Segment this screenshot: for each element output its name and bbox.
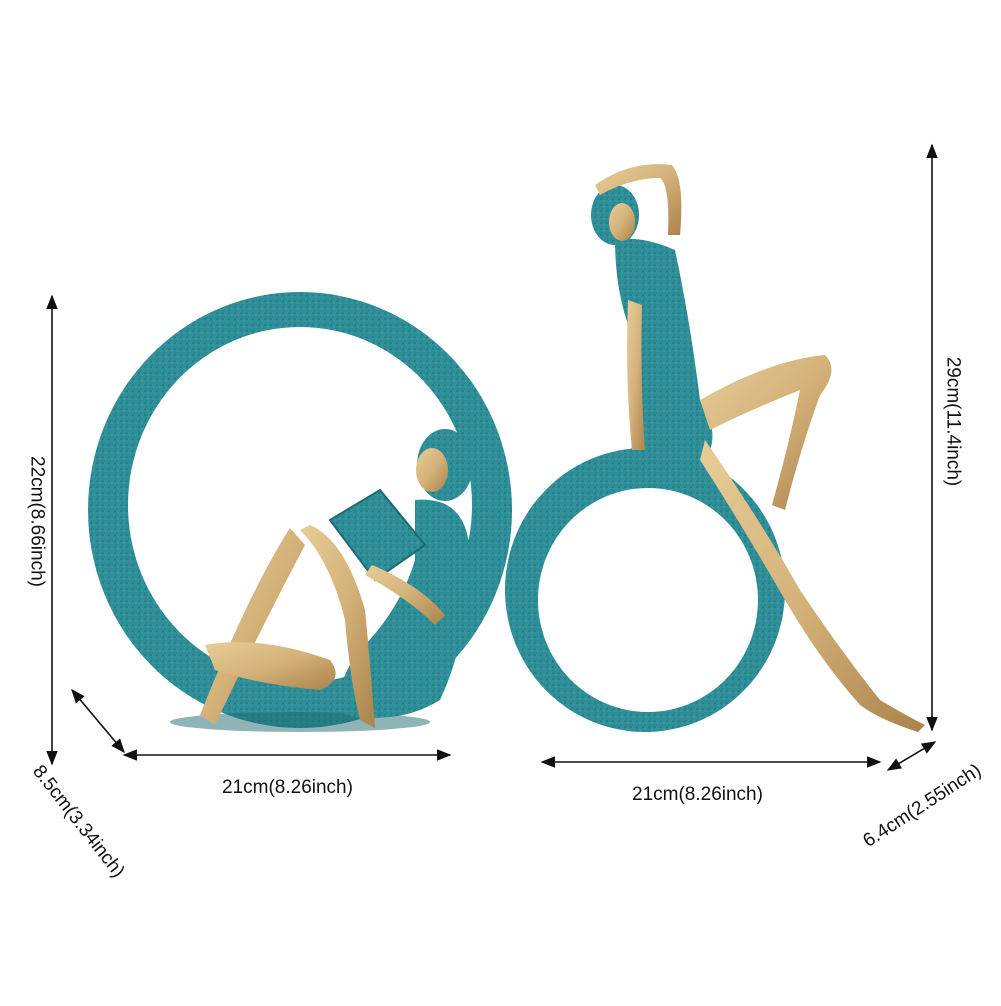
right-woman-face (609, 203, 635, 241)
left-height-label: 22cm(8.66inch) (26, 456, 48, 587)
left-woman-leg-upper (300, 525, 375, 728)
right-figurine (505, 164, 925, 732)
left-woman-arm (365, 565, 445, 625)
book (328, 488, 427, 582)
left-woman-leg-lower (200, 528, 305, 725)
left-woman-face (416, 448, 448, 492)
right-woman-bent-leg (700, 355, 832, 510)
right-width-label: 21cm(8.26inch) (632, 784, 763, 805)
right-woman-lowered-arm (627, 300, 645, 450)
right-woman-extended-leg (700, 440, 925, 732)
left-depth-line (71, 688, 125, 754)
left-figurine (88, 292, 512, 732)
left-width-label: 21cm(8.26inch) (222, 777, 353, 798)
dimension-lines (46, 143, 938, 771)
right-height-label: 29cm(11.4inch) (942, 356, 964, 487)
left-woman-thigh (205, 642, 336, 690)
left-woman-dress (340, 499, 470, 718)
right-depth-line (886, 741, 937, 771)
right-woman-raised-arm (595, 164, 682, 235)
